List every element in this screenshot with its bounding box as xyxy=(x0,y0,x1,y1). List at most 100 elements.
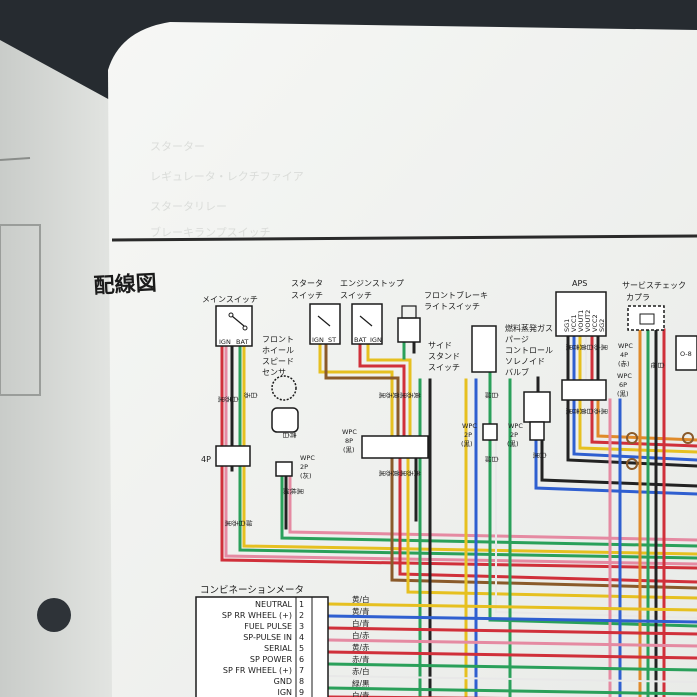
meter-pin-number: 1 xyxy=(299,600,304,609)
left-page-box xyxy=(0,224,41,396)
main-switch-label: メインスイッチ xyxy=(202,295,258,304)
wire-label-aps-top-2: 黄 xyxy=(579,344,588,351)
wire-label-wpc8p-top-5: 黄 xyxy=(413,392,422,399)
wire-label-main-right-0: 赤 xyxy=(243,392,251,399)
meter-wire-label: 白/青 xyxy=(352,690,370,697)
header-rule xyxy=(111,234,697,242)
wire-label-wpc8p-bottom-2: 黄 xyxy=(392,470,401,477)
wire-label-wpc8p-bottom-1: 赤 xyxy=(385,470,393,477)
purge-label-line2: パージ xyxy=(505,335,529,344)
meter-pin-number: 7 xyxy=(299,666,304,675)
wheel-sensor: フロント ホイール スピード センサ xyxy=(262,335,299,477)
meter-pin-number: 9 xyxy=(299,688,304,697)
connector-4p: 4P xyxy=(201,445,251,467)
aps-pin-3: VOUT1 xyxy=(577,310,585,332)
aps-pin-2: VCC1 xyxy=(570,314,578,332)
wpc-2p-black-a-l3: (黒) xyxy=(461,440,473,448)
wpc-2p-grey-l2: 2P xyxy=(300,463,308,471)
wheel-sensor-label-line3: スピード xyxy=(262,357,294,366)
wpc-2p-grey-l1: WPC xyxy=(300,454,315,462)
meter-pin-number: 6 xyxy=(299,655,304,664)
aps-label: APS xyxy=(572,279,587,288)
main-switch: メインスイッチ IGN BAT xyxy=(202,295,258,347)
meter-pin-name: FUEL PULSE xyxy=(244,622,292,631)
wire-label-wpc8p-top-1: 赤 xyxy=(385,392,393,399)
connector-wpc-2p-grey: WPC 2P (灰) xyxy=(300,454,315,480)
connector-wpc-2p-black-a: WPC 2P (黒) xyxy=(461,422,477,448)
wire-label-aps-bottom-3: 白 xyxy=(586,408,595,415)
purge-label-line3: コントロール xyxy=(505,346,553,355)
meter-wire-label: 緑/黒 xyxy=(352,678,370,688)
starter-switch-label-line2: スイッチ xyxy=(291,291,323,300)
wire-label-aps-top-0: 黒 xyxy=(565,344,573,351)
aps-sensor: APS SG1 VCC1 VOUT1 VOUT2 VCC2 SG2 xyxy=(555,279,607,401)
wiring xyxy=(220,328,697,697)
connector-wpc-4p-red: WPC 4P (赤) xyxy=(618,342,633,368)
purge-label-line1: 燃料蒸発ガス xyxy=(505,323,553,333)
c4p-label: 4P xyxy=(201,455,211,464)
wire-label-main-bottom-1: 赤 xyxy=(231,520,239,527)
sensor-ring xyxy=(271,375,297,401)
wire-label-sensor-top-0: 白 xyxy=(282,432,291,439)
wheel-sensor-label-line4: センサ xyxy=(262,368,286,377)
wpc-2p-black-b-l3: (黒) xyxy=(507,440,519,448)
svg-text:レギュレータ・レクチファイア: レギュレータ・レクチファイア xyxy=(150,170,304,183)
wheel-sensor-label-line1: フロント xyxy=(262,335,294,344)
aps-pin-1: SG1 xyxy=(563,319,571,332)
wire-color-labels: 黒赤白赤白黒赤白緑白青緑桃黒黒赤黄黒赤黄黒赤黄黒赤黄緑白緑白黒白黒青黄白赤黒黒青… xyxy=(217,344,666,527)
edge-loops xyxy=(626,432,694,470)
wire-label-main-left-0: 黒 xyxy=(217,396,225,403)
meter-wire-label: 赤/青 xyxy=(352,654,370,664)
stop-switch-label-line2: スイッチ xyxy=(340,291,372,300)
service-check-label-line1: サービスチェック xyxy=(622,281,686,290)
meter-title: コンビネーションメータ xyxy=(200,585,304,596)
side-stand-label-line2: スタンド xyxy=(428,352,460,361)
connector-wpc-8p: WPC 8P (黒) xyxy=(342,428,429,459)
main-switch-pin-bat: BAT xyxy=(236,338,248,346)
meter-pin-name: GND xyxy=(274,677,292,686)
wpc-6p-l1: WPC xyxy=(617,372,632,380)
wire-label-wpc8p-top-3: 黒 xyxy=(399,392,407,399)
wire-label-purge-top-1: 白 xyxy=(539,452,548,459)
wire-label-main-right-1: 白 xyxy=(250,392,259,399)
wire-label-aps-bottom-2: 黄 xyxy=(579,408,588,415)
wire-label-main-bottom-2: 白 xyxy=(238,520,247,527)
meter-wire-label: 白/赤 xyxy=(352,630,370,640)
wire-label-aps-bottom-4: 赤 xyxy=(593,408,601,415)
wpc-2p-grey-l3: (灰) xyxy=(300,471,312,480)
wire-label-aps-top-3: 白 xyxy=(586,344,595,351)
wpc-2p-black-a-l2: 2P xyxy=(464,431,472,439)
wpc-6p-l3: (黒) xyxy=(617,390,629,398)
wire-label-aps-bottom-5: 黒 xyxy=(600,408,608,415)
wire-label-main-left-1: 赤 xyxy=(224,396,232,403)
wire-label-sensor-bottom-0: 緑 xyxy=(282,488,291,495)
starter-pin-st: ST xyxy=(328,336,336,344)
meter-pin-number: 2 xyxy=(299,611,304,620)
wpc-6p-l2: 6P xyxy=(619,381,627,389)
wire-label-sensor-bottom-1: 桃 xyxy=(289,488,298,495)
wpc-4p-red-l1: WPC xyxy=(618,342,633,350)
svc-side-mark: O-8 xyxy=(680,350,692,358)
meter-pin-number: 3 xyxy=(299,622,304,631)
starter-switch-label-line1: スタータ xyxy=(291,279,323,288)
wire-label-wpc8p-bottom-5: 黄 xyxy=(413,470,422,477)
purge-label-line5: バルブ xyxy=(505,367,529,377)
wire-label-sensor-top-1: 青 xyxy=(289,432,298,439)
wire-label-aps-bottom-1: 青 xyxy=(572,408,581,415)
wire-label-aps-top-5: 黒 xyxy=(600,344,608,351)
connector-wpc-2p-black-b: WPC 2P (黒) xyxy=(507,422,523,448)
meter-wire-label: 黄/赤 xyxy=(352,642,370,652)
wire-label-wpc8p-top-4: 赤 xyxy=(406,392,414,399)
wire-label-main-bottom-3: 緑 xyxy=(245,520,254,527)
stop-switch-label-line1: エンジンストップ xyxy=(340,279,404,288)
stop-pin-bat: BAT xyxy=(354,336,366,344)
wire-label-wpc8p-bottom-3: 黒 xyxy=(399,470,407,477)
faded-text: スターター レギュレータ・レクチファイア スタータリレー ブレーキランプスイッチ xyxy=(150,140,304,239)
wire-label-sensor-bottom-2: 黒 xyxy=(296,488,304,495)
connector-wpc-6p-black: WPC 6P (黒) xyxy=(617,372,632,398)
meter-wire-label: 黄/青 xyxy=(352,606,370,616)
side-stand-switch: サイド スタンド スイッチ xyxy=(428,325,498,441)
left-page xyxy=(0,40,120,697)
wheel-sensor-label-line2: ホイール xyxy=(262,346,294,355)
stop-pin-ign: IGN xyxy=(370,336,382,344)
